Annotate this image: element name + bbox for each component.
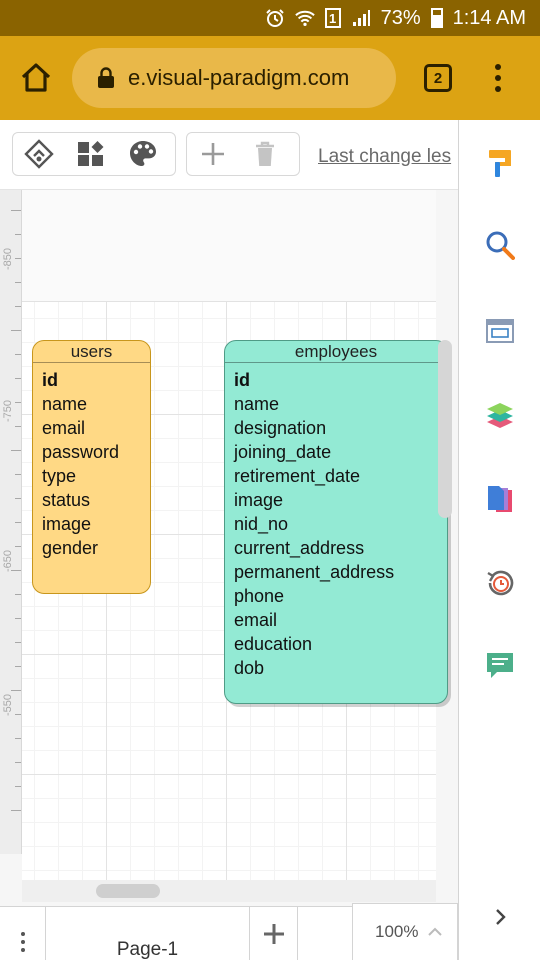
search-icon[interactable] xyxy=(485,230,515,260)
entity-field[interactable]: image xyxy=(42,514,92,534)
entity-field[interactable]: permanent_address xyxy=(234,562,395,582)
diagram-toolbar: Last change les xyxy=(0,120,458,190)
entity-field-primary-key[interactable]: id xyxy=(234,370,250,390)
pages-icon[interactable] xyxy=(485,484,515,514)
signal-icon xyxy=(351,8,371,28)
entity-field[interactable]: nid_no xyxy=(234,514,289,534)
canvas-margin xyxy=(22,190,436,302)
entity-field[interactable]: retirement_date xyxy=(234,466,361,486)
entity-field-list: id name email password type status image… xyxy=(33,363,150,560)
format-painter-icon[interactable] xyxy=(485,148,515,178)
entity-employees[interactable]: employees id name designation joining_da… xyxy=(224,340,448,704)
entity-field[interactable]: password xyxy=(42,442,120,462)
add-icon[interactable] xyxy=(187,133,239,175)
battery-percent: 73% xyxy=(380,6,421,29)
status-bar: 1 73% 1:14 AM xyxy=(0,0,540,36)
chevron-right-icon[interactable] xyxy=(485,902,515,932)
add-page-icon[interactable] xyxy=(250,907,298,960)
entity-field[interactable]: dob xyxy=(234,658,265,678)
entity-field[interactable]: name xyxy=(42,394,88,414)
horizontal-scrollbar[interactable] xyxy=(96,884,160,898)
ruler-label: -550 xyxy=(2,693,14,716)
vertical-scrollbar[interactable] xyxy=(438,340,452,518)
entity-field[interactable]: education xyxy=(234,634,313,654)
shapes-icon[interactable] xyxy=(65,133,117,175)
horizontal-scroll-track xyxy=(22,880,436,902)
diagram-nav-icon[interactable] xyxy=(13,133,65,175)
clock-time: 1:14 AM xyxy=(452,6,526,29)
entity-field[interactable]: name xyxy=(234,394,280,414)
ruler-label: -750 xyxy=(2,399,14,422)
entity-field[interactable]: status xyxy=(42,490,91,510)
entity-field[interactable]: phone xyxy=(234,586,285,606)
entity-field[interactable]: email xyxy=(234,610,278,630)
chevron-up-icon xyxy=(428,922,443,942)
history-icon[interactable] xyxy=(485,568,515,598)
entity-field[interactable]: designation xyxy=(234,418,327,438)
entity-field[interactable]: gender xyxy=(42,538,99,558)
sim-icon: 1 xyxy=(324,8,341,28)
vertical-ruler: -850 -750 -650 -550 xyxy=(0,190,22,854)
lock-icon xyxy=(96,67,116,89)
address-bar[interactable]: e.visual-paradigm.com xyxy=(72,48,396,108)
ruler-label: -850 xyxy=(2,247,14,270)
entity-field[interactable]: image xyxy=(234,490,284,510)
layers-icon[interactable] xyxy=(485,400,515,430)
ruler-label: -650 xyxy=(2,549,14,572)
view-tool-group xyxy=(12,132,176,176)
entity-field[interactable]: current_address xyxy=(234,538,365,558)
page-tab[interactable]: Page-1 xyxy=(46,907,250,960)
alarm-icon xyxy=(265,8,285,28)
palette-icon[interactable] xyxy=(117,133,169,175)
zoom-level: 100% xyxy=(375,922,419,941)
zoom-control[interactable]: 100% xyxy=(352,903,458,960)
battery-icon xyxy=(430,8,443,28)
url-text: e.visual-paradigm.com xyxy=(128,65,350,90)
last-change-link[interactable]: Last change les xyxy=(318,146,452,167)
more-vert-icon[interactable] xyxy=(488,60,508,96)
tab-switcher-button[interactable]: 2 xyxy=(424,64,452,92)
window-icon[interactable] xyxy=(485,316,515,346)
entity-field[interactable]: email xyxy=(42,418,86,438)
browser-toolbar: e.visual-paradigm.com 2 xyxy=(0,36,540,120)
entity-name: employees xyxy=(225,341,447,363)
page-menu-icon[interactable] xyxy=(0,907,46,960)
comment-icon[interactable] xyxy=(485,650,515,680)
entity-users[interactable]: users id name email password type status… xyxy=(32,340,151,594)
home-icon[interactable] xyxy=(18,60,54,96)
edit-tool-group xyxy=(186,132,300,176)
entity-field[interactable]: type xyxy=(42,466,77,486)
diagram-canvas[interactable]: -850 -750 -650 -550 users id name email … xyxy=(0,190,458,906)
page-bar: Page-1 100% xyxy=(0,903,458,960)
entity-field[interactable]: joining_date xyxy=(234,442,332,462)
wifi-icon xyxy=(294,8,315,28)
right-panel xyxy=(458,120,540,960)
delete-icon[interactable] xyxy=(239,133,291,175)
entity-field-list: id name designation joining_date retirem… xyxy=(225,363,447,680)
entity-name: users xyxy=(33,341,150,363)
entity-field-primary-key[interactable]: id xyxy=(42,370,58,390)
page-tab-label: Page-1 xyxy=(116,939,179,960)
